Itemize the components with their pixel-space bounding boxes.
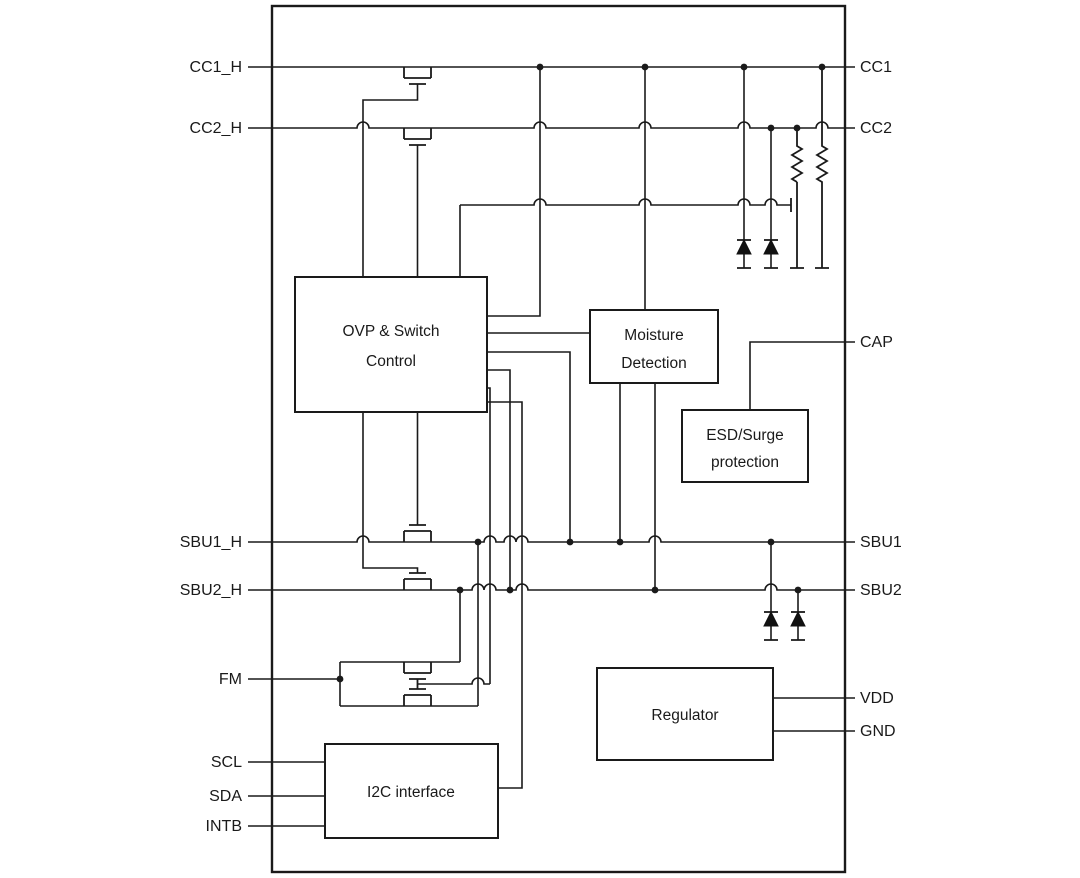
esd-diode-sbu2-icon [790, 610, 806, 627]
pin-label-cc1-h: CC1_H [190, 59, 242, 76]
mosfet-fm-a-icon [403, 662, 432, 684]
pin-label-intb: INTB [206, 818, 242, 835]
wire-cc1-fet-gate [362, 84, 419, 277]
resistor-cc2-icon [790, 128, 804, 183]
wire-sbu2-fet-gate [362, 412, 419, 573]
esd-label-line2: protection [711, 454, 779, 471]
mosfet-sbu1-icon [403, 524, 432, 542]
mosfet-sbu2-icon [403, 572, 432, 590]
wire-ovp-cc1-sense [487, 67, 541, 317]
pin-label-cc2: CC2 [860, 120, 892, 137]
wire-cc2-rail [248, 121, 855, 129]
pin-label-sbu2: SBU2 [860, 582, 902, 599]
wire-cap [749, 341, 855, 410]
mosfet-fm-b-icon [403, 684, 432, 706]
block-ovp-switch-control [294, 276, 488, 413]
pin-label-cc2-h: CC2_H [190, 120, 242, 137]
block-moisture-detection [589, 309, 719, 384]
mosfet-cc2-icon [403, 128, 432, 146]
pin-label-sbu1: SBU1 [860, 534, 902, 551]
ovp-label-line2: Control [366, 353, 416, 370]
pin-label-sda: SDA [209, 788, 242, 805]
i2c-label: I2C interface [367, 784, 455, 801]
component-symbols [403, 67, 829, 706]
resistor-cc1-icon [815, 67, 829, 268]
pin-labels-left: CC1_H CC2_H SBU1_H SBU2_H FM SCL SDA INT… [180, 59, 243, 835]
pin-labels-right: CC1 CC2 CAP SBU1 SBU2 VDD GND [860, 59, 902, 740]
pin-label-sbu2-h: SBU2_H [180, 582, 242, 599]
wire-mid-rail [460, 198, 791, 206]
ground-symbols [737, 267, 829, 641]
pin-label-sbu1-h: SBU1_H [180, 534, 242, 551]
esd-diode-sbu1-icon [763, 610, 779, 627]
function-blocks: OVP & Switch Control Moisture Detection … [294, 276, 809, 839]
wire-ovp-i2c-link [487, 401, 523, 789]
pin-label-scl: SCL [211, 754, 242, 771]
moisture-label-line2: Detection [621, 355, 686, 372]
pin-label-gnd: GND [860, 723, 896, 740]
pin-label-cap: CAP [860, 334, 893, 351]
block-regulator [596, 667, 774, 761]
junction-dots [336, 63, 826, 683]
wire-ovp-sbu1-sense [487, 351, 571, 542]
pin-label-cc1: CC1 [860, 59, 892, 76]
ovp-label-line1: OVP & Switch [342, 323, 439, 340]
wire-ovp-sbu2-sense [487, 369, 511, 590]
mosfet-cc1-icon [403, 67, 432, 85]
wire-fm-gate-bus [417, 677, 490, 685]
pin-label-fm: FM [219, 671, 242, 688]
mosfet-discharge-icon [790, 182, 798, 268]
block-i2c-interface [324, 743, 499, 839]
wire-sbu2-rail [248, 583, 855, 591]
esd-diode-cc2-icon [763, 238, 779, 255]
regulator-label: Regulator [651, 707, 718, 724]
wire-sbu1-rail [248, 535, 855, 543]
esd-label-line1: ESD/Surge [706, 427, 784, 444]
interconnect-wires [248, 66, 855, 827]
pin-label-vdd: VDD [860, 690, 894, 707]
block-esd-surge-protection [681, 409, 809, 483]
chip-outline [270, 4, 847, 874]
esd-diode-cc1-icon [736, 238, 752, 255]
moisture-label-line1: Moisture [624, 327, 683, 344]
